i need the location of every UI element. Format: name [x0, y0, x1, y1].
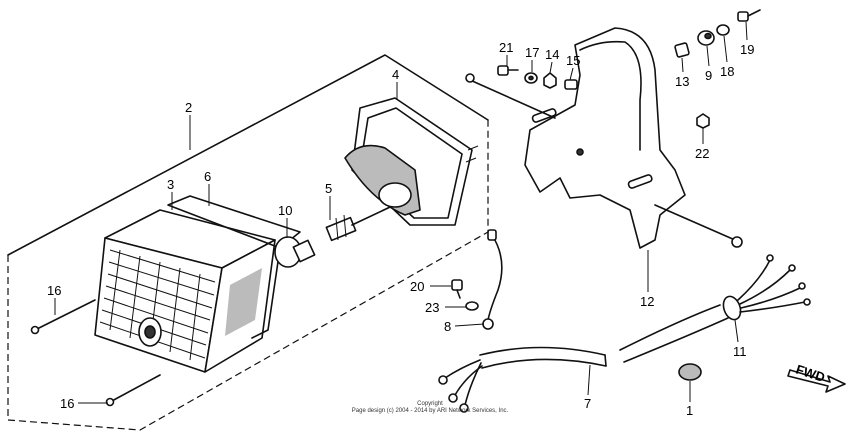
callout-11: 11 [733, 344, 747, 359]
callout-20: 20 [410, 279, 424, 294]
callout-15: 15 [566, 53, 580, 68]
assembly-boundary [7, 54, 489, 431]
wire-harness[interactable] [438, 346, 607, 413]
callout-17: 17 [525, 45, 539, 60]
callout-10: 10 [278, 203, 292, 218]
grommet[interactable] [678, 363, 702, 381]
callout-16-upper: 16 [47, 283, 61, 298]
copyright-line-1: Copyright [417, 401, 443, 407]
cushion-9[interactable] [697, 30, 715, 46]
callouts: 2 3 4 5 6 10 16 16 21 17 14 15 13 9 18 1… [47, 40, 754, 418]
callout-19: 19 [740, 42, 754, 57]
callout-5: 5 [325, 181, 332, 196]
taillight-housing[interactable] [94, 209, 276, 373]
screw-20[interactable] [451, 279, 463, 299]
washer-17[interactable] [524, 72, 538, 84]
gasket[interactable] [167, 195, 301, 339]
callout-2: 2 [185, 100, 192, 115]
copyright-notice: Copyright Page design (c) 2004 - 2014 by… [310, 401, 550, 415]
callout-23: 23 [425, 300, 439, 315]
taillight-base[interactable] [344, 97, 479, 226]
bolt-21[interactable] [497, 65, 519, 76]
forward-arrow: FWD [787, 362, 846, 393]
callout-8: 8 [444, 319, 451, 334]
callout-18: 18 [720, 64, 734, 79]
leader-lines [54, 21, 748, 404]
callout-22: 22 [695, 146, 709, 161]
nut-22[interactable] [696, 113, 710, 129]
washer-23[interactable] [465, 301, 479, 311]
callout-9: 9 [705, 68, 712, 83]
collar-13[interactable] [674, 42, 690, 58]
screw-upper[interactable] [30, 299, 96, 335]
callout-21: 21 [499, 40, 513, 55]
collar-15[interactable] [564, 79, 578, 90]
nut-14[interactable] [543, 72, 557, 89]
callout-3: 3 [167, 177, 174, 192]
washer-18[interactable] [716, 24, 730, 36]
screw-lower[interactable] [105, 374, 161, 407]
ground-wire[interactable] [482, 229, 503, 330]
callout-7: 7 [584, 396, 591, 411]
copyright-line-2: Page design (c) 2004 - 2014 by ARI Netwo… [351, 408, 509, 414]
callout-1: 1 [686, 403, 693, 418]
license-bracket[interactable] [465, 27, 743, 249]
harness-tube[interactable] [619, 254, 811, 363]
bulb[interactable] [274, 236, 316, 268]
callout-13: 13 [675, 74, 689, 89]
callout-16-lower: 16 [60, 396, 74, 411]
callout-6: 6 [204, 169, 211, 184]
bolt-19[interactable] [737, 9, 761, 22]
callout-12: 12 [640, 294, 654, 309]
callout-4: 4 [392, 67, 399, 82]
callout-14: 14 [545, 47, 559, 62]
